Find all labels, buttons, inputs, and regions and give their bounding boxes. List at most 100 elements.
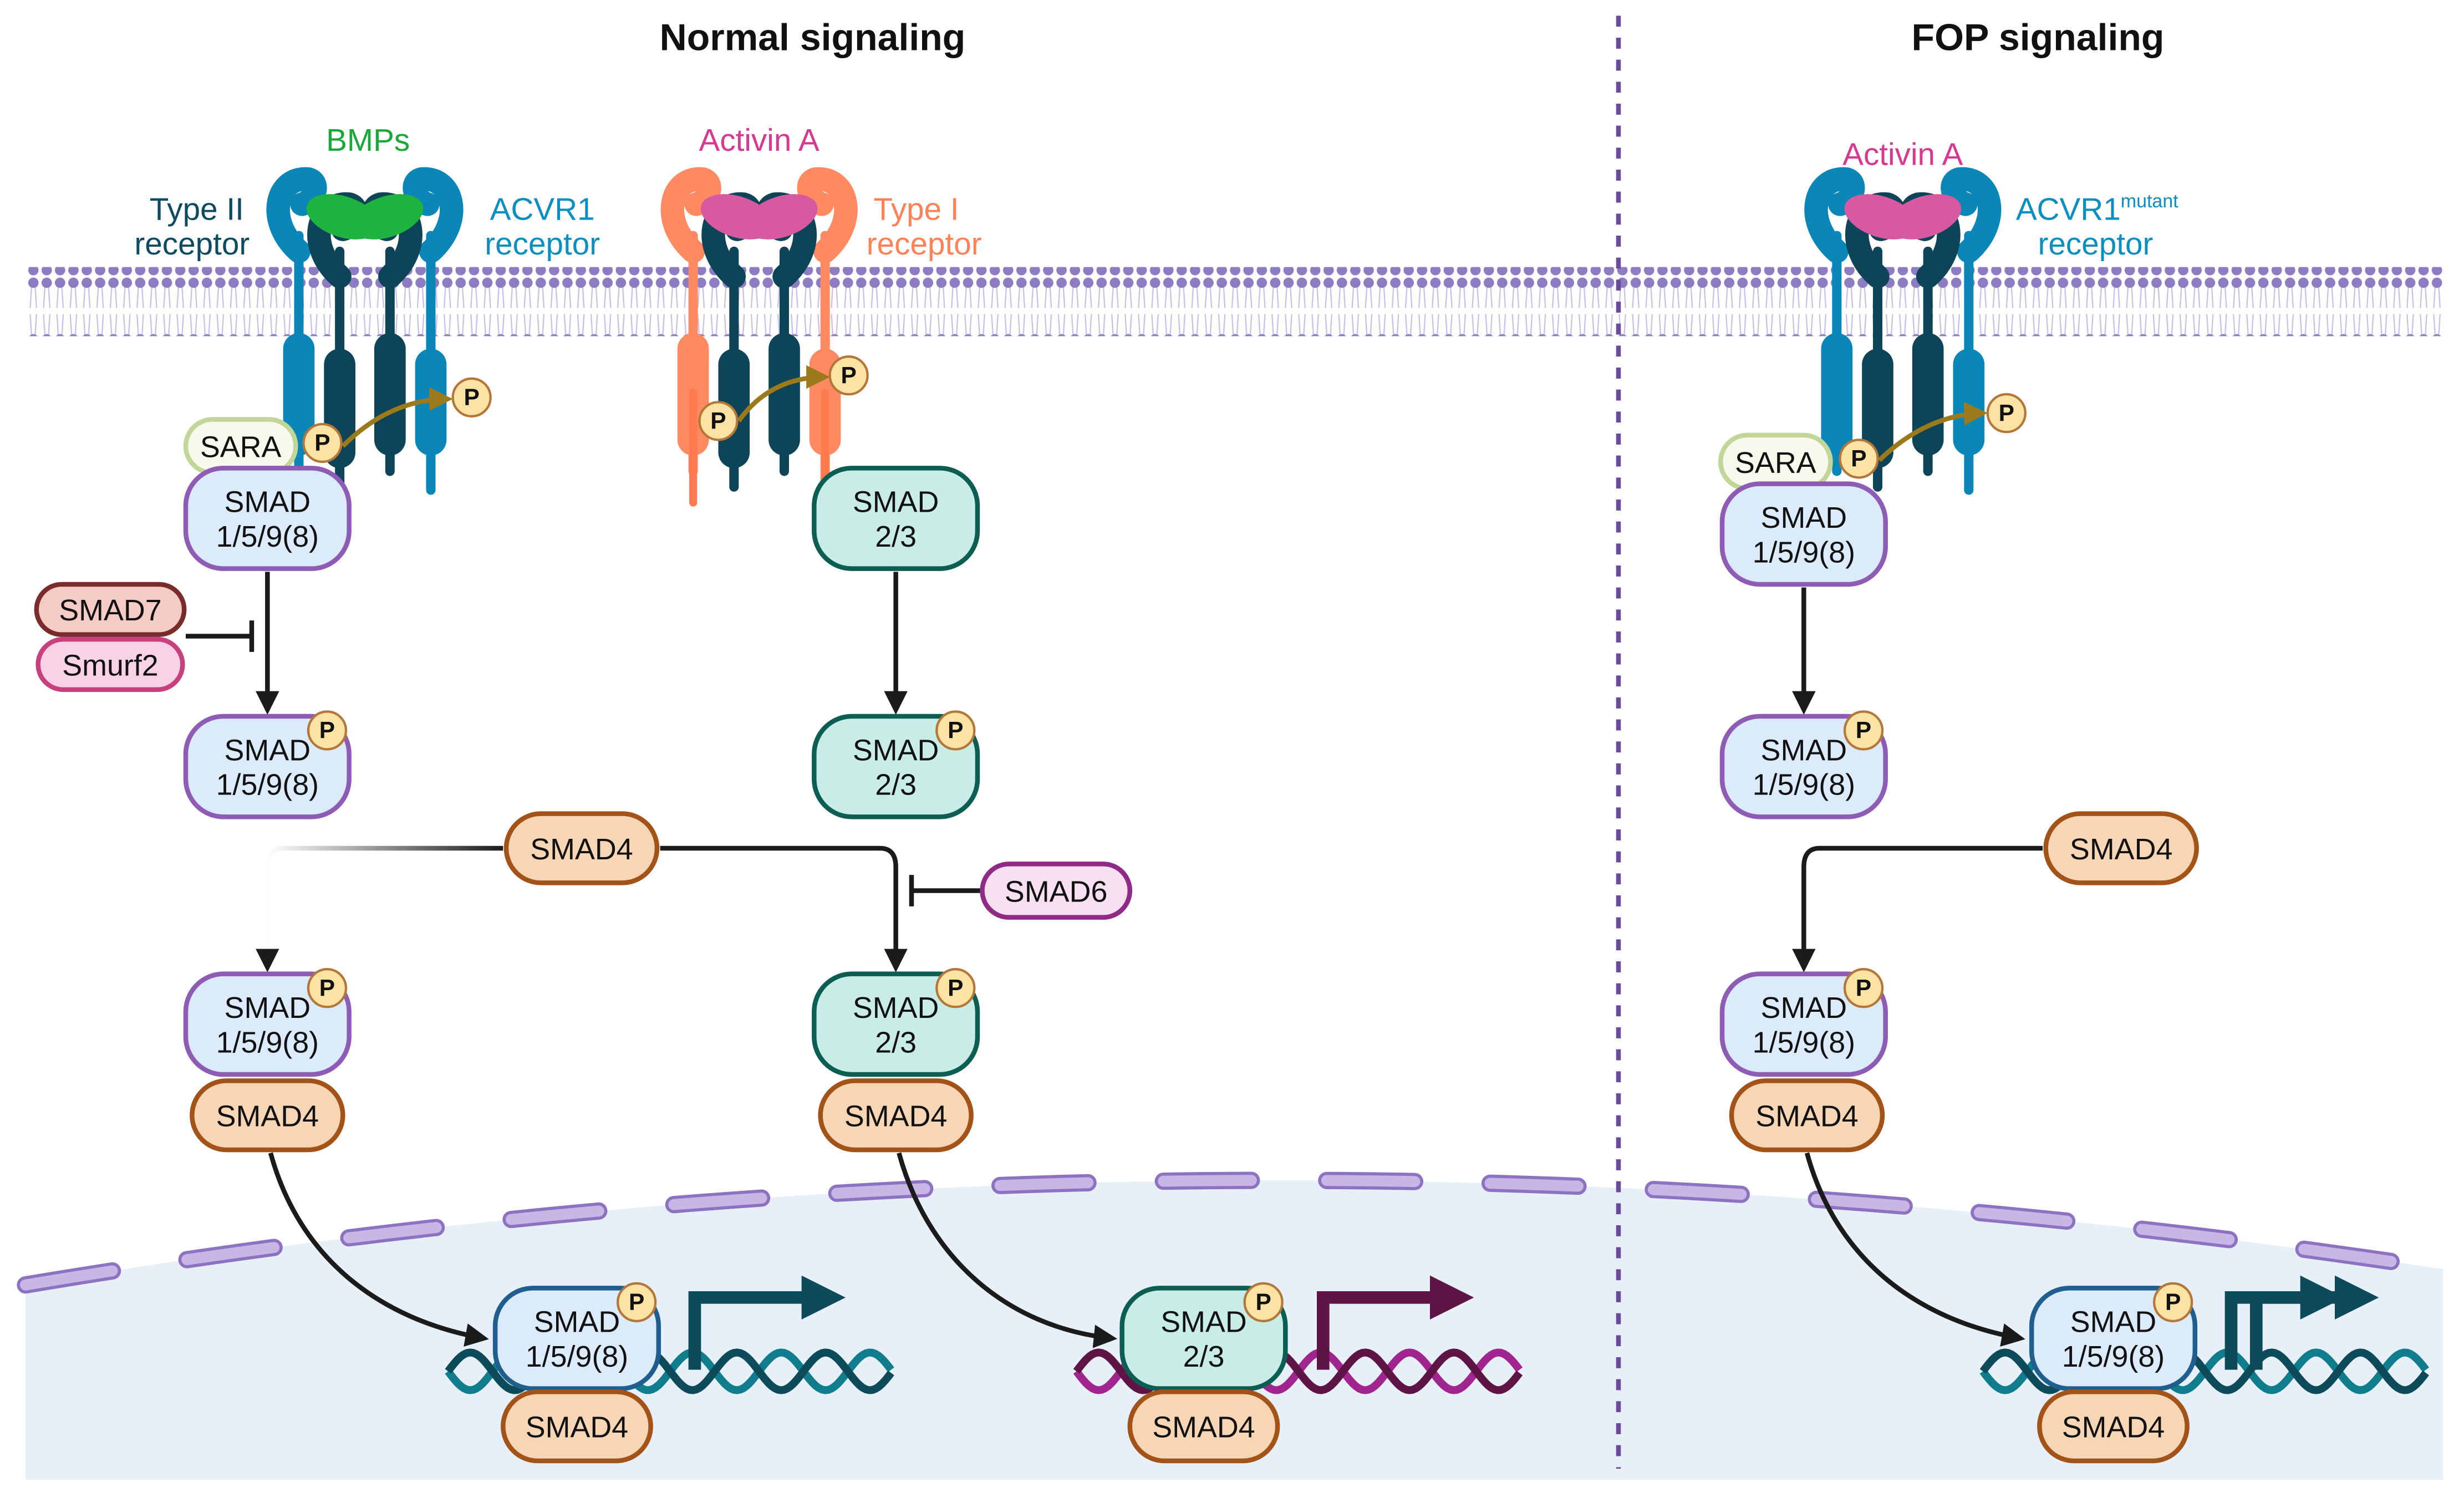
transcription-start-arrow	[688, 1275, 846, 1370]
svg-text:P: P	[1999, 400, 2014, 426]
type-i-receptor-extracellular	[660, 167, 721, 263]
svg-text:P: P	[1856, 975, 1871, 1001]
svg-text:P: P	[1856, 718, 1871, 744]
node-fop-smad4-complex: SMAD4	[1729, 1078, 1885, 1153]
node-smad6: SMAD6	[980, 862, 1133, 920]
node-smad4-activin-complex: SMAD4	[818, 1078, 974, 1153]
node-smad4-shared: SMAD4	[503, 811, 660, 885]
svg-text:P: P	[319, 718, 335, 744]
phosphorylation-arrow	[341, 387, 453, 448]
smad7-label: SMAD7	[59, 594, 161, 627]
phospho-badge: P	[1986, 393, 2027, 434]
node-smad4-nuclear-bmp: SMAD4	[501, 1389, 653, 1464]
svg-text:P: P	[464, 385, 479, 411]
svg-text:P: P	[629, 1290, 644, 1316]
acvr1-receptor-extracellular	[403, 167, 464, 263]
phospho-badge: P	[2153, 1282, 2193, 1322]
svg-text:P: P	[710, 409, 726, 435]
svg-text:P: P	[948, 975, 963, 1001]
nuclear-translocation-arrow	[897, 1152, 1118, 1348]
acvr1-mutant-receptor-extracellular	[1804, 167, 1865, 263]
acvr1-mutant-receptor	[1821, 231, 1853, 476]
svg-text:P: P	[319, 975, 335, 1001]
ligand-dimer	[350, 194, 424, 240]
phospho-badge: P	[307, 710, 348, 751]
node-fop-smad4-nuclear: SMAD4	[2037, 1389, 2190, 1464]
ligand-dimer	[1888, 194, 1962, 240]
acvr1-mutant-receptor-label: ACVR1mutant receptor	[2016, 180, 2187, 262]
node-smad7: SMAD7	[34, 582, 187, 637]
svg-text:P: P	[948, 718, 963, 744]
phosphorylation-arrow	[736, 365, 830, 422]
node-smurf2: Smurf2	[35, 636, 185, 692]
smurf2-label: Smurf2	[62, 649, 159, 682]
phospho-badge: P	[828, 355, 869, 396]
title-fop-signaling: FOP signaling	[1912, 17, 2165, 59]
acvr1-receptor-extracellular	[266, 167, 327, 263]
title-normal-signaling: Normal signaling	[660, 17, 966, 59]
smad4-activin-complex-label: SMAD4	[844, 1100, 947, 1133]
smad4-bmp-complex-label: SMAD4	[216, 1100, 319, 1133]
sara-normal-label: SARA	[200, 431, 282, 464]
phosphorylation-arrow	[1877, 401, 1988, 462]
type-ii-receptor	[1862, 246, 1893, 492]
phospho-badge: P	[935, 968, 976, 1008]
smad4-nuclear-activin-label: SMAD4	[1152, 1411, 1255, 1444]
ligand-dimer	[745, 194, 818, 240]
phospho-badge: P	[1839, 439, 1879, 479]
nuclear-translocation-arrow	[1804, 1152, 2025, 1347]
transcription-start-arrow	[2250, 1275, 2344, 1370]
smad4-join-arrow	[660, 845, 908, 972]
acvr1-receptor	[283, 231, 315, 476]
phospho-badge: P	[1243, 1282, 1284, 1322]
fop-smad4-nuclear-label: SMAD4	[2062, 1411, 2165, 1444]
svg-text:P: P	[314, 430, 330, 456]
phospho-badge: P	[307, 968, 348, 1008]
fop-smad4-label: SMAD4	[2070, 833, 2172, 866]
acvr1-mutant-receptor-extracellular	[1941, 167, 2002, 263]
sara-fop-label: SARA	[1735, 446, 1816, 480]
svg-text:P: P	[2165, 1290, 2181, 1316]
node-sara-fop: SARA	[1718, 432, 1833, 491]
fop-smad4-complex-label: SMAD4	[1755, 1100, 1858, 1133]
phospho-badge: P	[302, 422, 343, 463]
phospho-badge: P	[451, 377, 492, 417]
phospho-badge: P	[1843, 710, 1884, 751]
smad4-shared-label: SMAD4	[530, 833, 633, 866]
phospho-badge: P	[935, 710, 976, 751]
nuclear-translocation-arrow	[268, 1152, 489, 1347]
node-smad4-bmp-complex: SMAD4	[190, 1078, 345, 1153]
type-i-receptor-extracellular	[797, 167, 858, 263]
node-fop-smad4: SMAD4	[2043, 811, 2199, 885]
phospho-badge: P	[698, 401, 739, 441]
svg-text:P: P	[841, 363, 856, 389]
transcription-start-arrow	[1317, 1275, 1474, 1370]
